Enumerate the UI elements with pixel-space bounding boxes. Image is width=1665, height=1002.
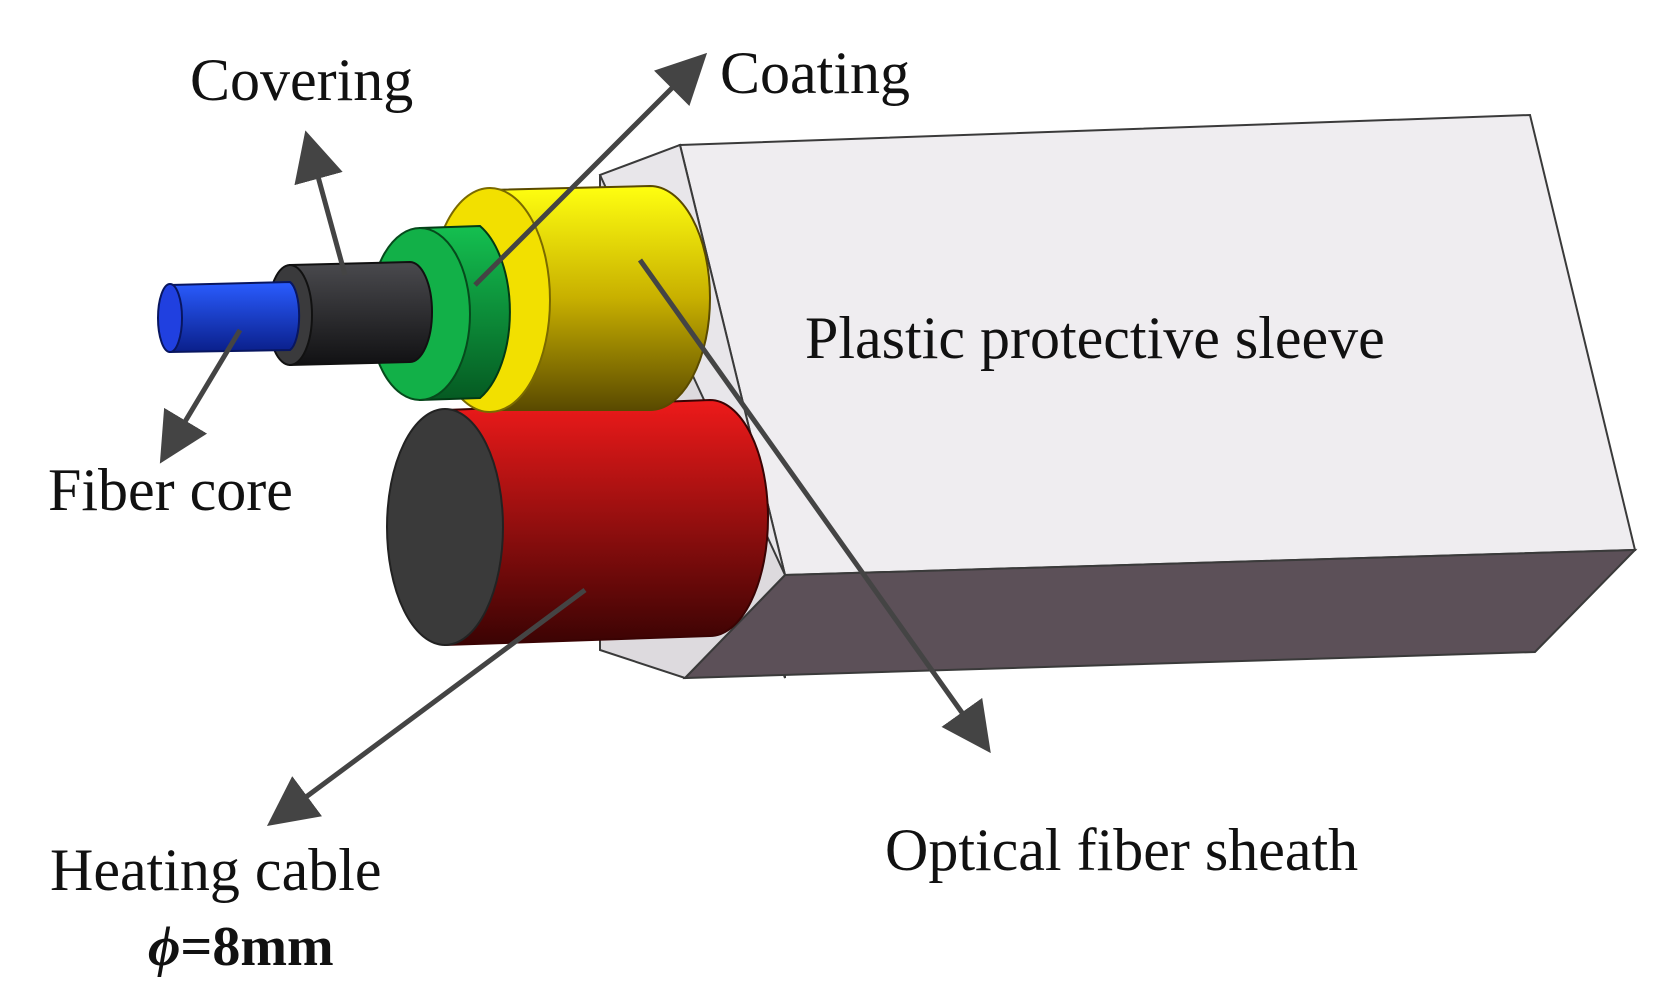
heating-cable-end bbox=[386, 408, 504, 646]
arrow-heating-cable bbox=[266, 587, 587, 826]
label-plastic-sleeve: Plastic protective sleeve bbox=[805, 305, 1385, 371]
diameter-value: =8mm bbox=[180, 916, 333, 978]
arrow-coating bbox=[473, 52, 708, 287]
arrow-fiber-core bbox=[159, 328, 243, 464]
label-fiber-core: Fiber core bbox=[48, 457, 293, 523]
annotation-arrows bbox=[159, 52, 991, 826]
fiber-core-end bbox=[157, 283, 183, 353]
heating-cable bbox=[386, 398, 769, 647]
label-diameter: ϕ=8mm bbox=[148, 916, 334, 978]
fiber-core bbox=[157, 280, 301, 354]
label-heating-cable: Heating cable bbox=[50, 837, 382, 903]
label-optical-sheath: Optical fiber sheath bbox=[885, 817, 1358, 883]
arrow-covering bbox=[294, 130, 348, 276]
diameter-symbol: ϕ bbox=[148, 916, 180, 978]
arrow-optical-sheath bbox=[637, 258, 991, 754]
label-covering: Covering bbox=[190, 47, 413, 113]
label-coating: Coating bbox=[720, 40, 910, 106]
